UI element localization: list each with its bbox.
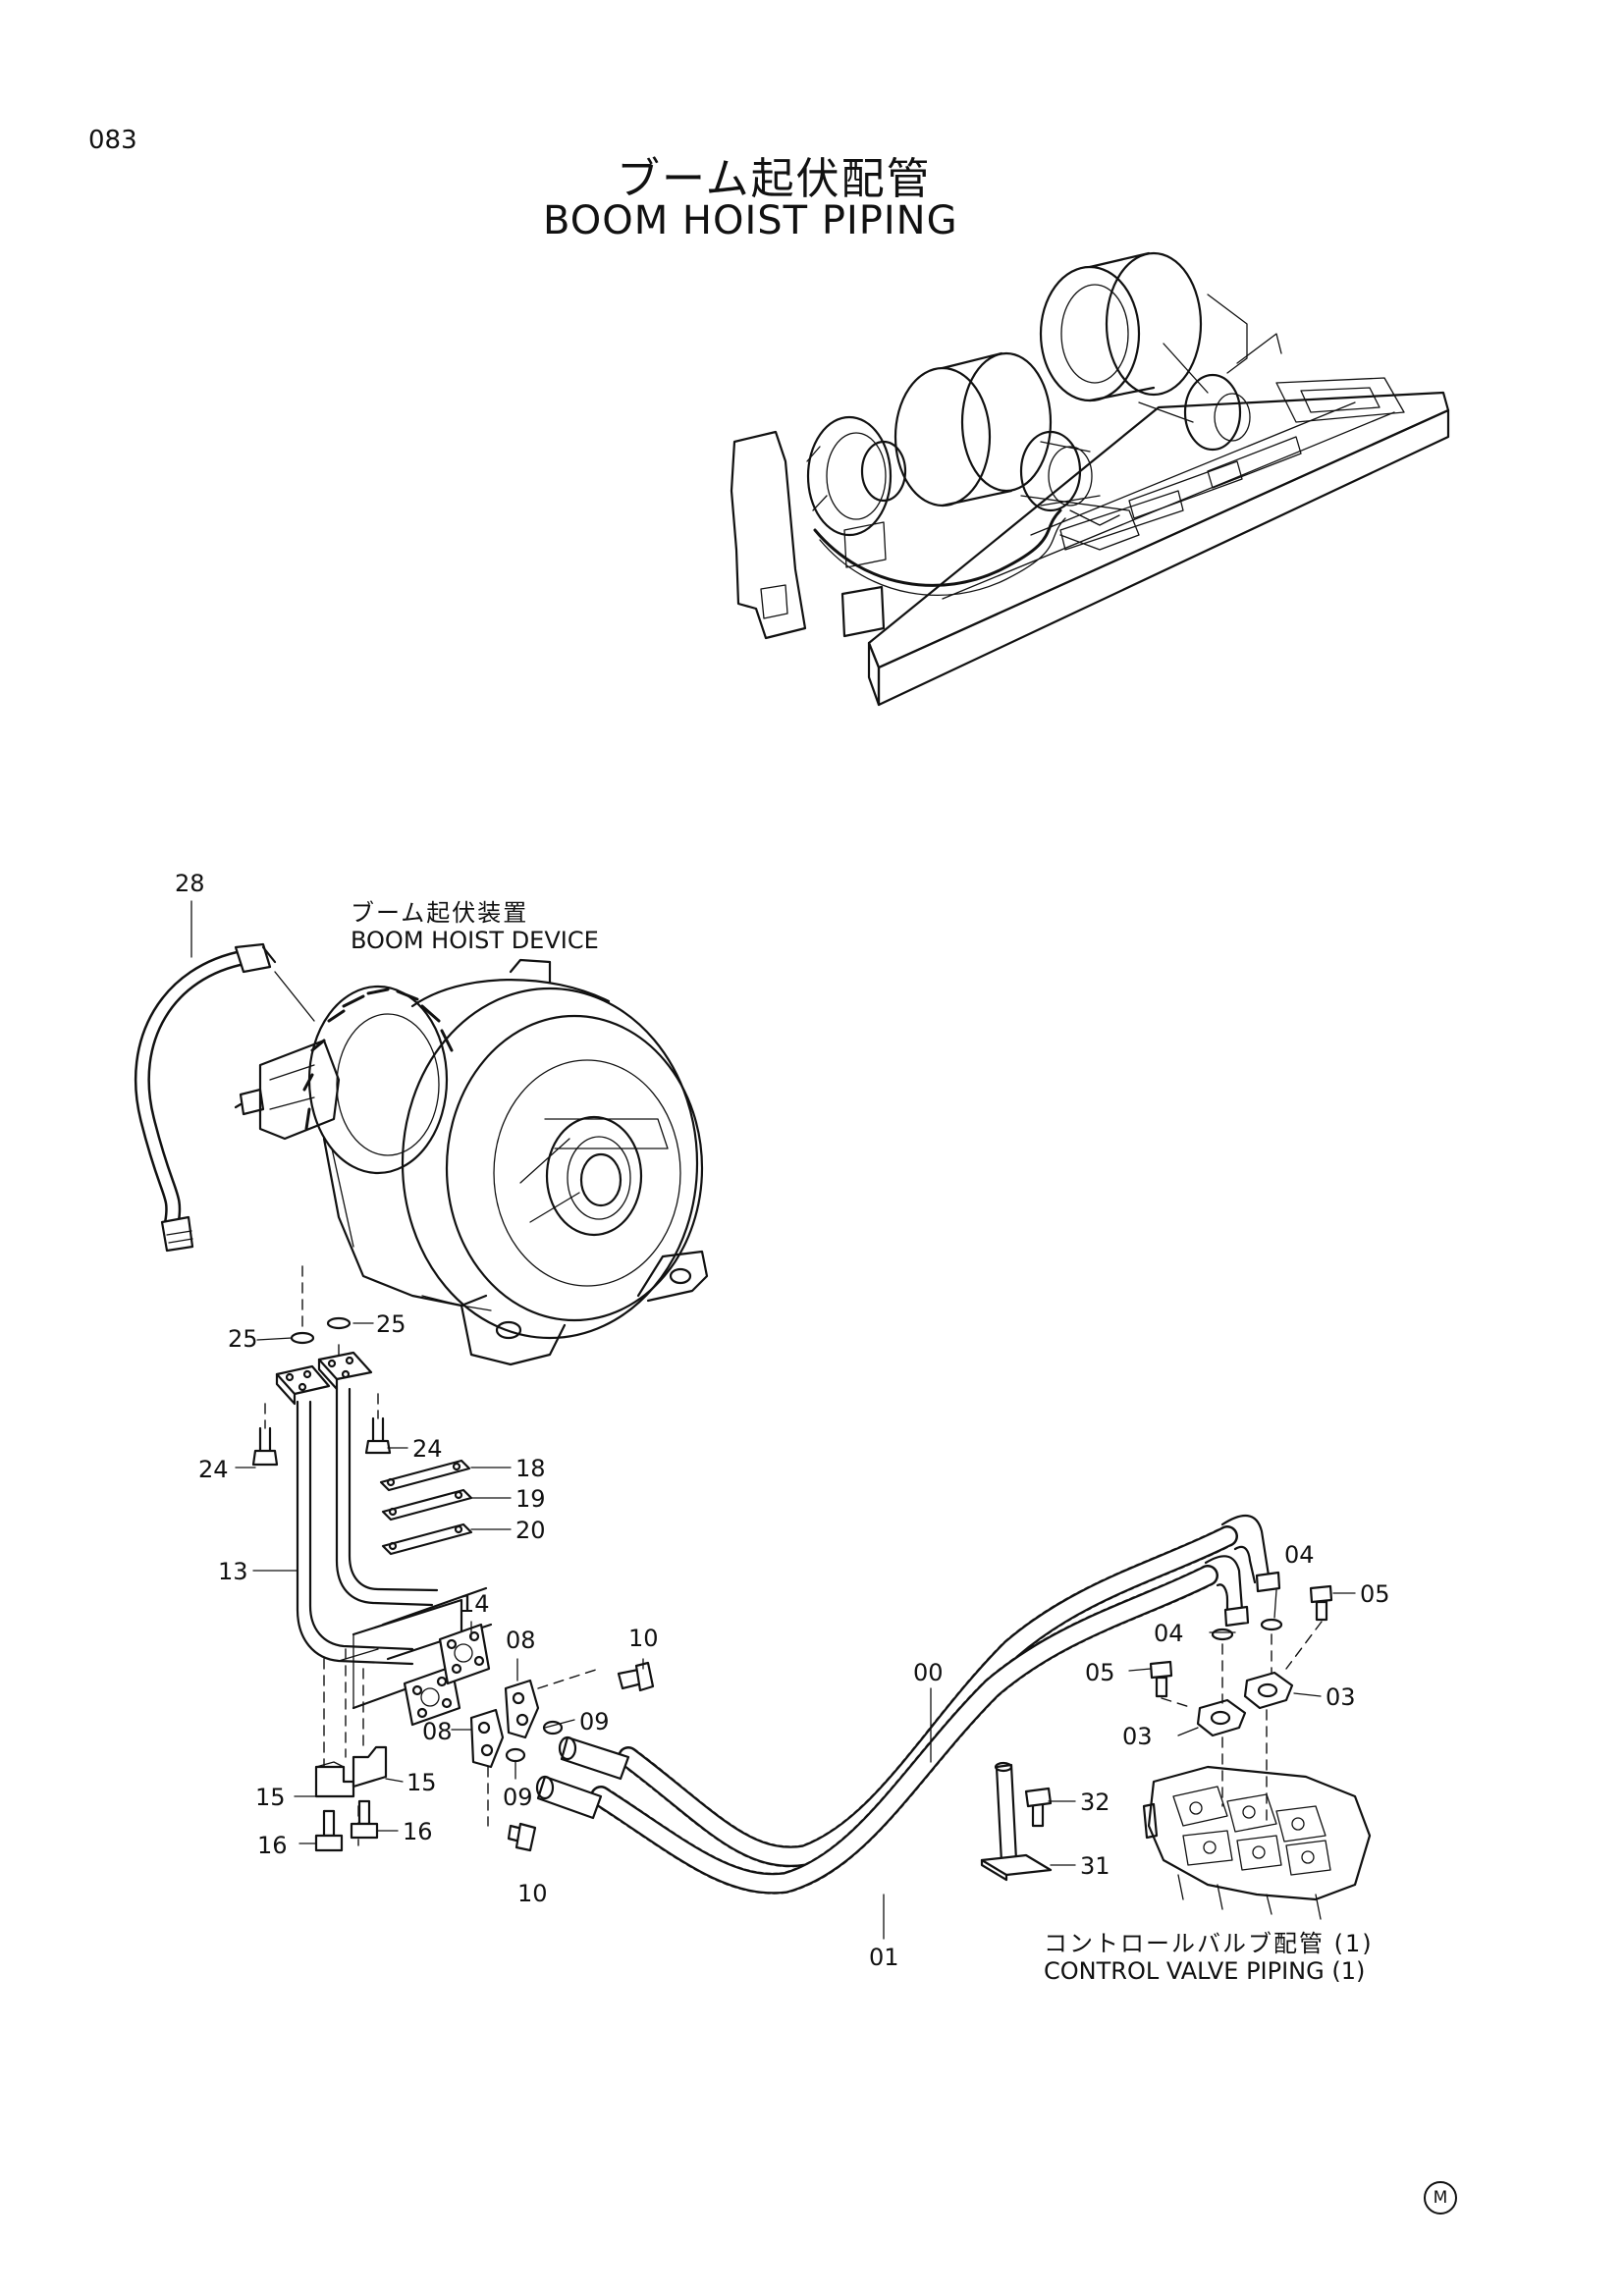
part-number-14: 14 [460, 1590, 490, 1618]
bolts-24 [235, 1393, 408, 1468]
control-valve-block [1128, 1584, 1372, 1920]
leader-lines [190, 900, 644, 1731]
part-number-03: 03 [1122, 1723, 1153, 1750]
plates-18-19-20 [379, 1459, 512, 1556]
part-number-08: 08 [506, 1627, 536, 1654]
part-number-32: 32 [1080, 1789, 1110, 1816]
part-number-25: 25 [376, 1310, 406, 1338]
split-flanges-08 [469, 1661, 655, 1852]
hoses-00-01 [535, 1515, 1281, 1940]
part-number-20: 20 [515, 1517, 546, 1544]
part-number-18: 18 [515, 1455, 546, 1482]
part-number-28: 28 [175, 870, 205, 897]
control-valve-label-japanese: コントロールバルブ配管 (1) [1044, 1930, 1374, 1957]
part-number-16: 16 [403, 1818, 433, 1845]
overview-winch-frame [730, 251, 1450, 707]
part-number-08: 08 [422, 1718, 453, 1745]
part-number-00: 00 [913, 1659, 944, 1686]
page-number: 083 [88, 126, 137, 155]
part-number-04: 04 [1284, 1541, 1315, 1569]
part-number-01: 01 [869, 1944, 899, 1971]
part-number-03: 03 [1326, 1683, 1356, 1711]
part-number-31: 31 [1080, 1852, 1110, 1880]
part-number-15: 15 [406, 1769, 437, 1796]
device-label-japanese: ブーム起伏装置 [351, 899, 529, 927]
control-valve-label: CONTROL VALVE PIPING (1) [1044, 1957, 1366, 1985]
part-number-05: 05 [1085, 1659, 1115, 1686]
page-title-japanese: ブーム起伏配管 [617, 154, 932, 204]
page-title: BOOM HOIST PIPING [543, 198, 958, 243]
device-label: BOOM HOIST DEVICE [351, 927, 599, 954]
part-number-10: 10 [517, 1880, 548, 1907]
part-number-09: 09 [579, 1708, 610, 1735]
part-number-25: 25 [228, 1325, 258, 1353]
part-number-15: 15 [255, 1784, 286, 1811]
part-number-24: 24 [412, 1435, 443, 1463]
part-number-13: 13 [218, 1558, 248, 1585]
clamps-15 [294, 1745, 404, 1852]
pipe-assembly-13 [275, 1265, 493, 1846]
bracket-31 [980, 1761, 1076, 1882]
part-number-09: 09 [503, 1784, 533, 1811]
part-number-05: 05 [1360, 1580, 1390, 1608]
part-number-04: 04 [1154, 1620, 1184, 1647]
boom-hoist-device [234, 958, 709, 1366]
part-number-24: 24 [198, 1456, 229, 1483]
part-number-19: 19 [515, 1485, 546, 1513]
manufacturer-mark: M [1424, 2181, 1457, 2215]
part-number-10: 10 [628, 1625, 659, 1652]
part-number-16: 16 [257, 1832, 288, 1859]
hose-28 [134, 942, 315, 1253]
